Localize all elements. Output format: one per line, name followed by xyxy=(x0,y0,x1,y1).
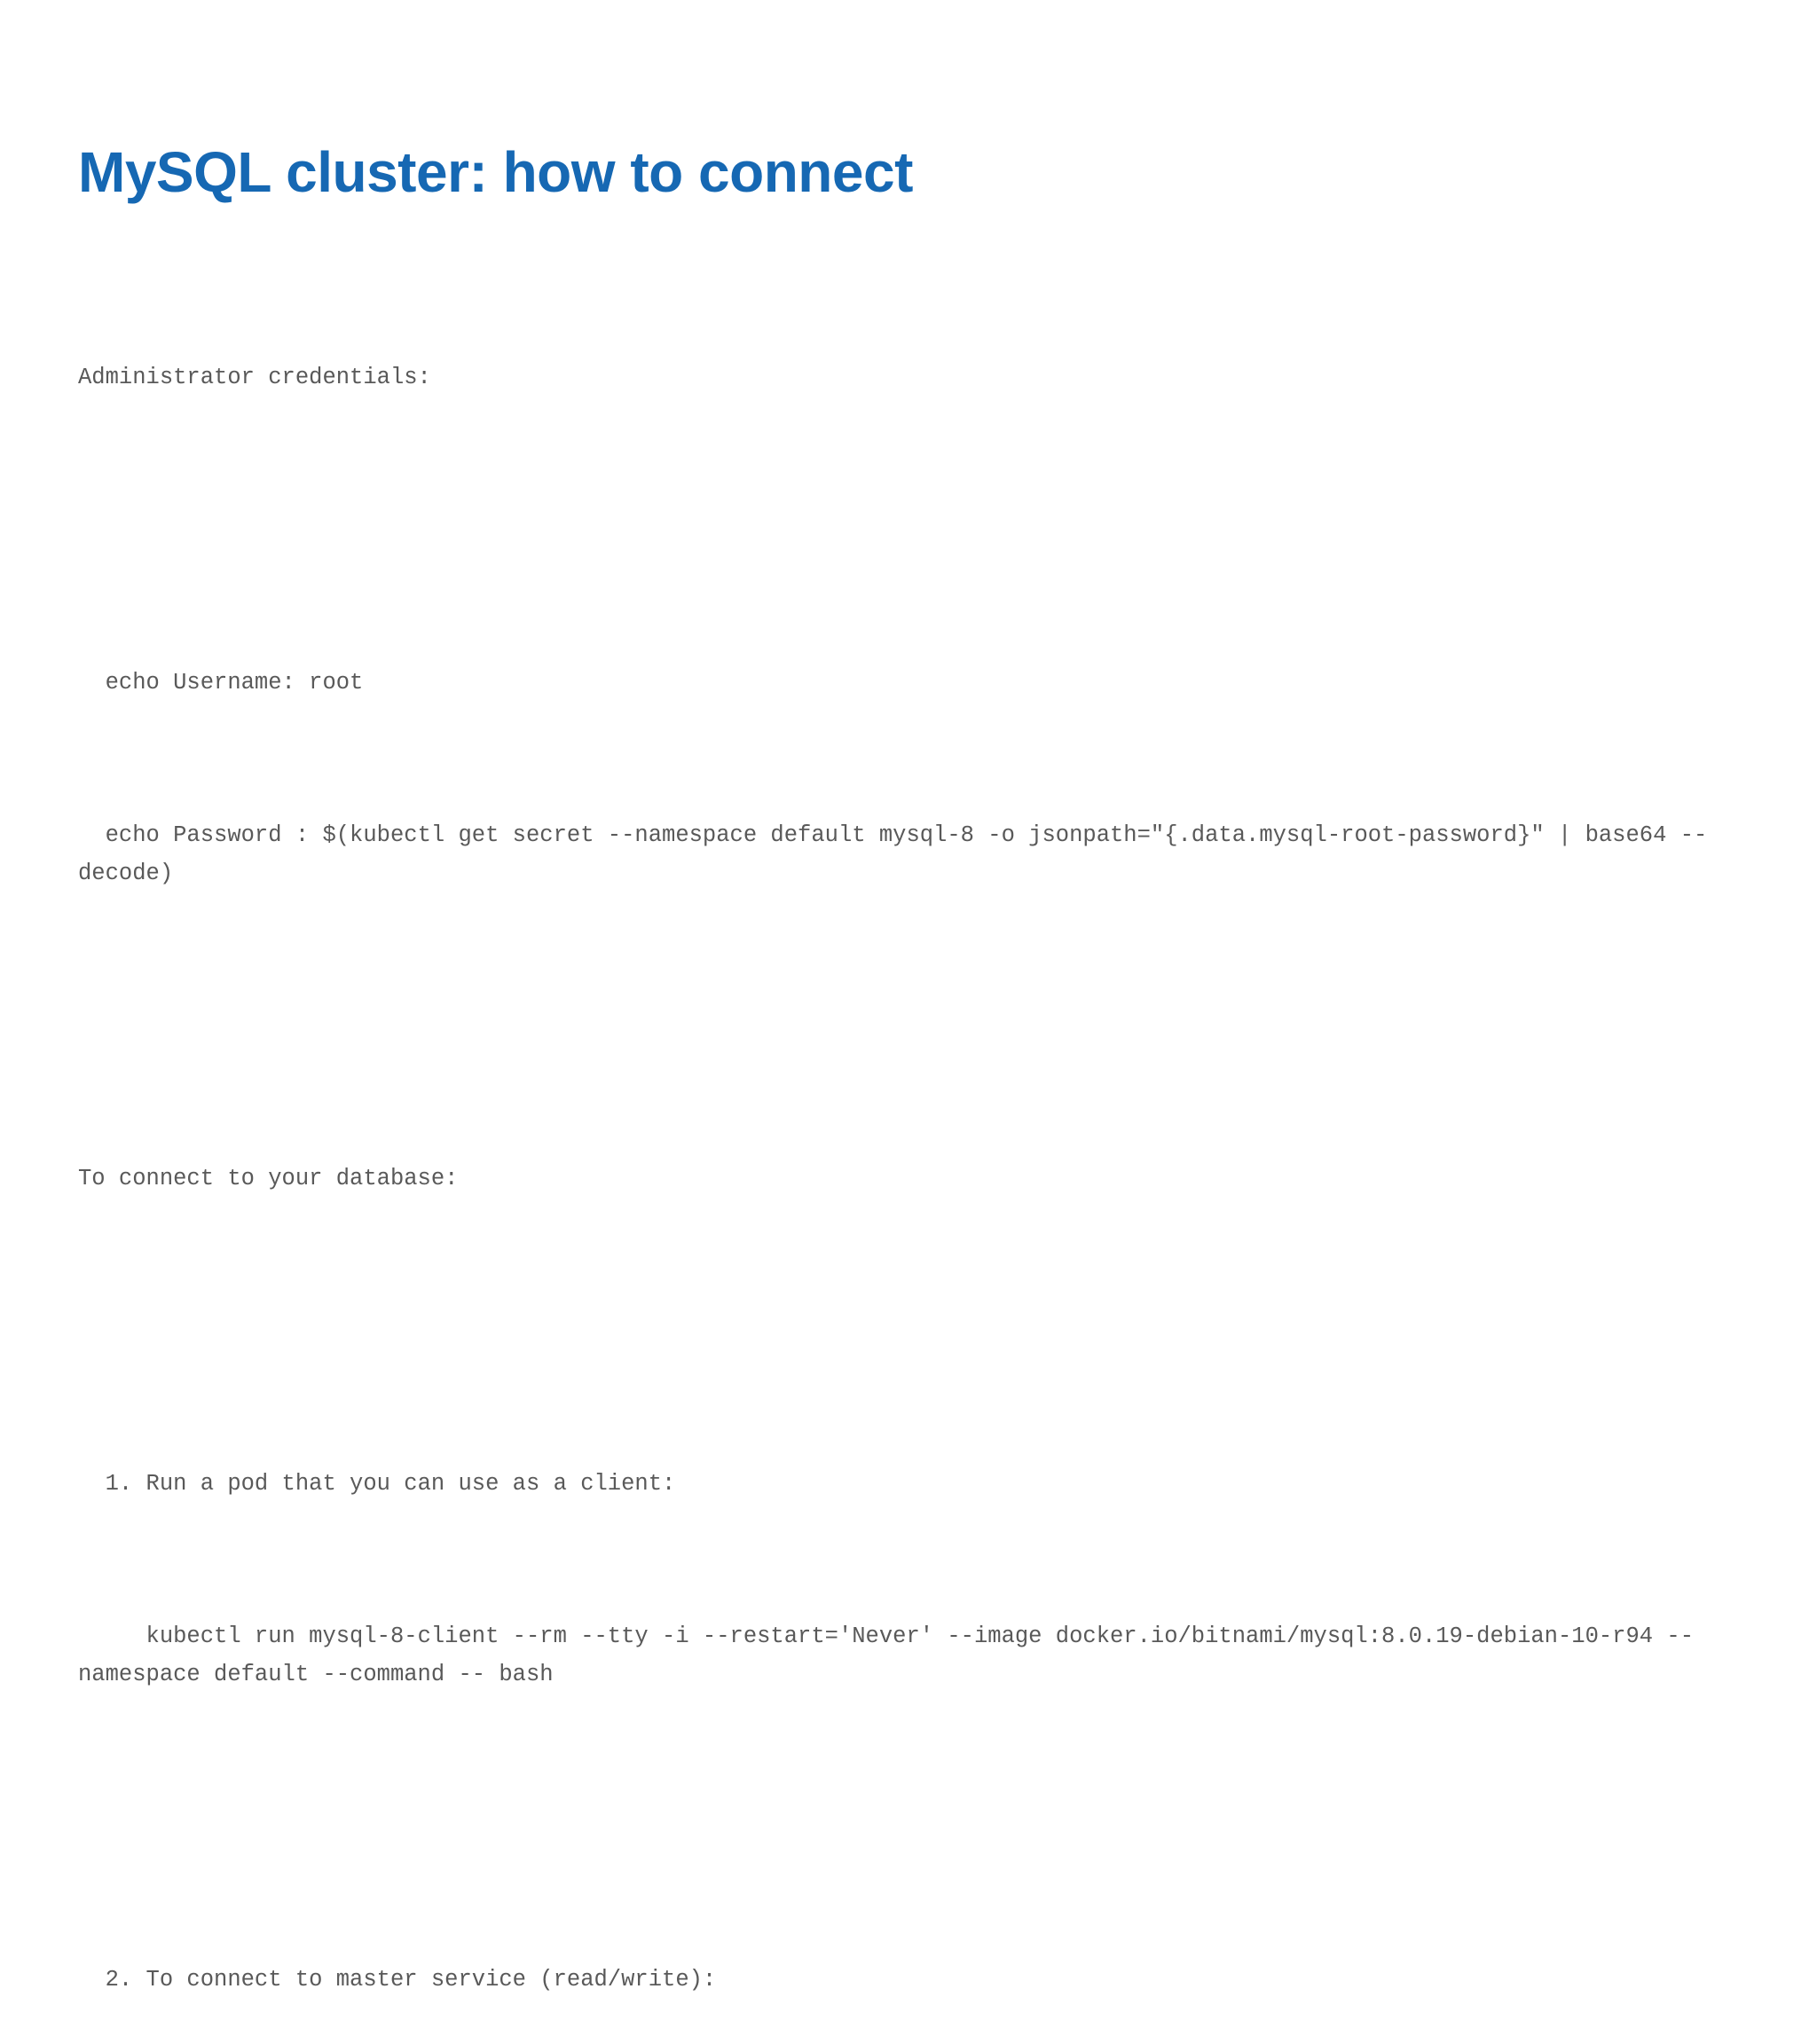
spacer-3 xyxy=(78,1312,1746,1350)
echo-password-command: echo Password : $(kubectl get secret --n… xyxy=(78,822,1708,886)
echo-username-command: echo Username: root xyxy=(78,670,364,696)
spacer-4 xyxy=(78,1808,1746,1846)
page-title: MySQL cluster: how to connect xyxy=(78,139,913,204)
step-1-label: 1. Run a pod that you can use as a clien… xyxy=(78,1471,676,1497)
connect-database-heading: To connect to your database: xyxy=(78,1166,459,1191)
spacer-2 xyxy=(78,1007,1746,1045)
helm-notes-output: Administrator credentials: echo Username… xyxy=(78,244,1746,2044)
slide-canvas: MySQL cluster: how to connect Administra… xyxy=(78,139,1708,1993)
spacer-1 xyxy=(78,511,1746,549)
admin-credentials-heading: Administrator credentials: xyxy=(78,365,431,390)
step-1-command: kubectl run mysql-8-client --rm --tty -i… xyxy=(78,1623,1694,1687)
step-2-label: 2. To connect to master service (read/wr… xyxy=(78,1967,717,1993)
